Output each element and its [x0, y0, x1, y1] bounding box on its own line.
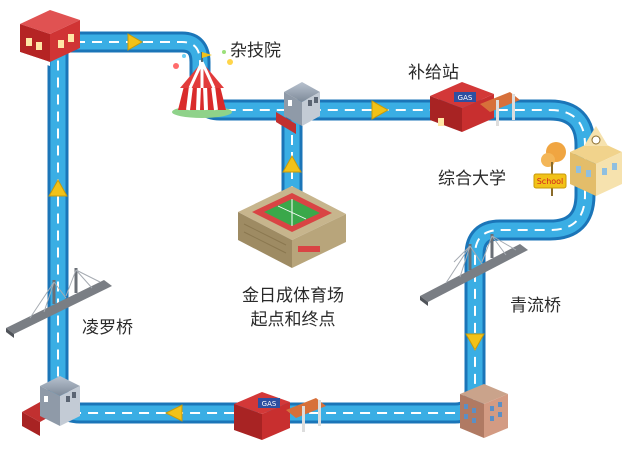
house-icon: [276, 82, 320, 134]
building-icon: [460, 384, 508, 438]
direction-arrows: [48, 33, 485, 422]
house-icon: [22, 376, 80, 436]
stadium-name: 金日成体育场: [242, 286, 344, 306]
arrow-right-icon: [371, 100, 390, 120]
label-circus: 杂技院: [230, 41, 281, 61]
gas-sign-bottom: GAS: [262, 400, 277, 408]
bridge-icon: [420, 234, 528, 306]
arrow-right-icon: [127, 33, 144, 51]
bridge-icon: [6, 268, 112, 338]
label-qingliu-bridge: 青流桥: [510, 296, 561, 316]
gas-station-icon: GAS: [430, 82, 520, 132]
circus-tent-icon: [172, 50, 233, 118]
arrow-up-icon: [48, 178, 68, 197]
gas-station-icon: GAS: [234, 392, 326, 440]
arrow-left-icon: [164, 404, 183, 422]
label-supply-station: 补给站: [408, 63, 459, 83]
house-icon: [20, 10, 80, 66]
label-stadium: 金日成体育场 起点和终点: [218, 284, 368, 332]
stadium-icon: [238, 186, 346, 268]
arrow-up-icon: [282, 154, 302, 173]
school-sign: School: [537, 177, 564, 186]
label-university: 综合大学: [438, 169, 506, 189]
arrow-down-icon: [465, 333, 485, 352]
gas-sign-top: GAS: [458, 94, 473, 102]
label-lingluo-bridge: 凌罗桥: [82, 318, 133, 338]
school-icon: School: [533, 126, 622, 196]
stadium-role: 起点和终点: [250, 310, 336, 330]
